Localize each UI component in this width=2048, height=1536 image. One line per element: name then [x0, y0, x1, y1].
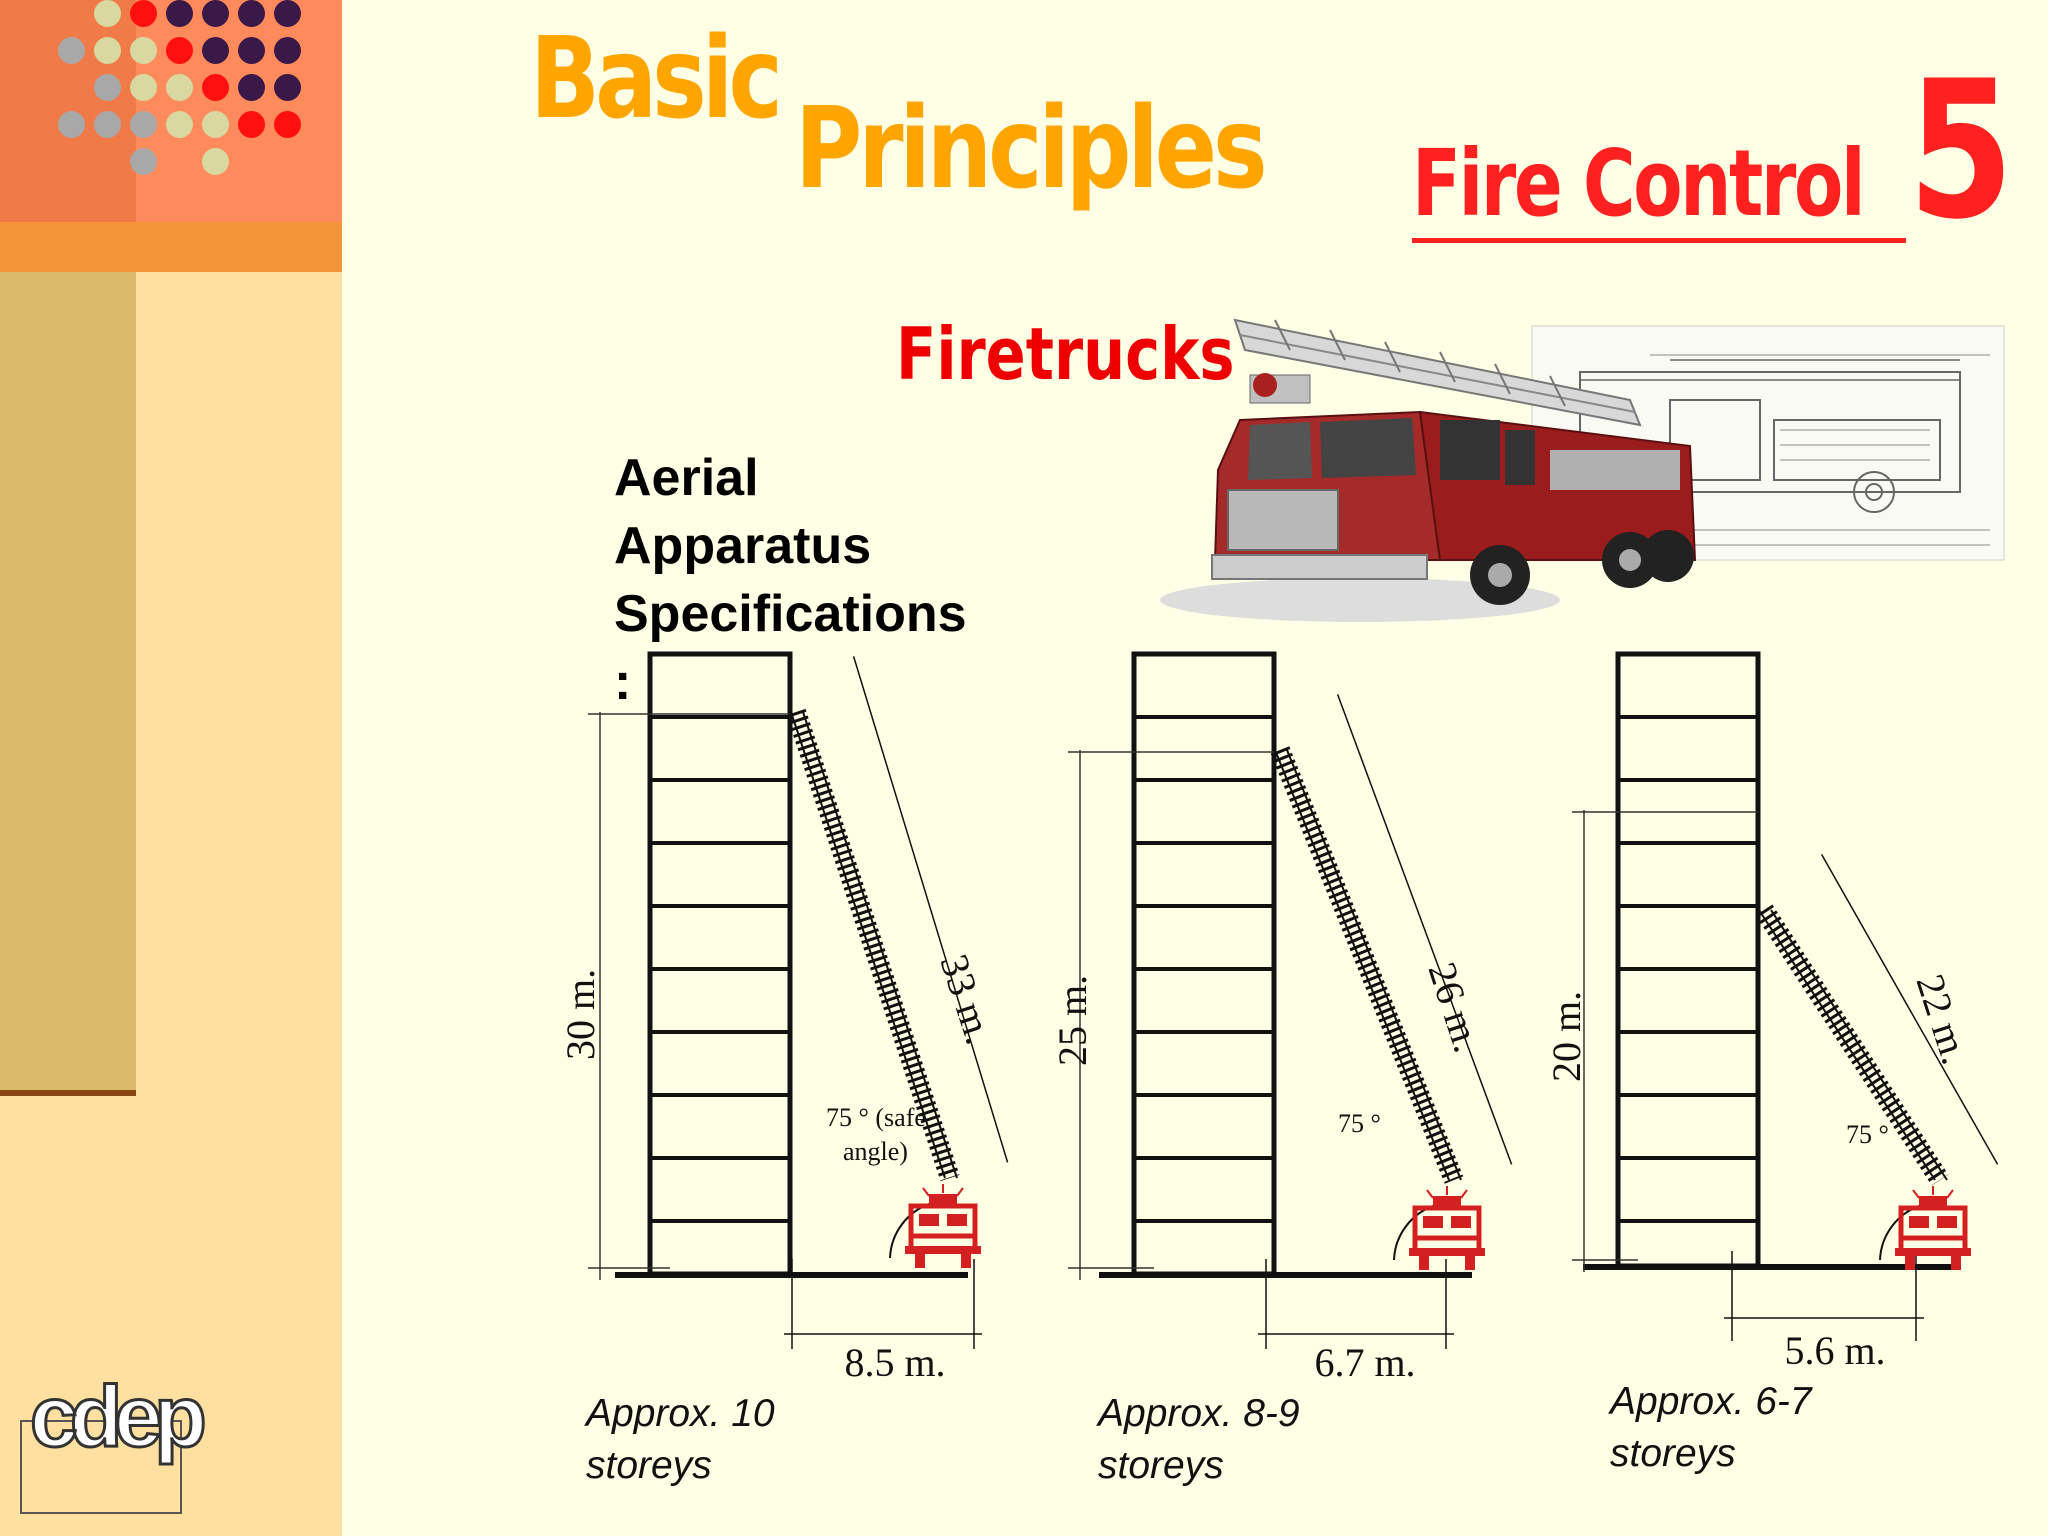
decor-dot — [274, 0, 301, 27]
decor-dot — [274, 37, 301, 64]
subtitle: Firetrucks — [896, 312, 1235, 396]
decor-dot — [130, 0, 157, 27]
heading-aerial-apparatus: Aerial Apparatus Specifications : — [614, 444, 1014, 716]
aerial-ladder-rail — [802, 711, 958, 1179]
decor-dot — [58, 37, 85, 64]
decor-dot — [166, 37, 193, 64]
heading-line: Aerial — [614, 449, 759, 507]
height-label: 20 m. — [1544, 991, 1589, 1082]
decor-dot — [130, 148, 157, 175]
caption-diagram-2: Approx. 8-9 storeys — [1098, 1388, 1300, 1492]
aerial-ladder-rail — [1286, 749, 1462, 1181]
aerial-ladder-rail — [1770, 909, 1948, 1181]
caption-line: storeys — [1610, 1432, 1736, 1475]
decor-dot — [202, 148, 229, 175]
decor-dot — [94, 111, 121, 138]
decor-dot — [202, 74, 229, 101]
ladder-length-label: 26 m. — [1419, 957, 1490, 1058]
decor-dot — [274, 74, 301, 101]
aerial-ladder — [1270, 746, 1464, 1184]
ladder-dimension-line — [1336, 694, 1513, 1165]
decor-dot — [130, 37, 157, 64]
caption-diagram-3: Approx. 6-7 storeys — [1610, 1376, 1812, 1480]
distance-label: 8.5 m. — [844, 1340, 945, 1385]
mini-firetruck-icon — [1409, 1186, 1485, 1270]
aerial-ladder — [1755, 904, 1949, 1186]
top-decor-block-inner — [136, 0, 342, 222]
ladder-length-label: 22 m. — [1907, 969, 1978, 1070]
left-decor-strip — [0, 270, 136, 1096]
height-label: 25 m. — [1050, 975, 1095, 1066]
cdep-logo: cdep — [29, 1368, 209, 1467]
ladder-dimension-line — [852, 656, 1009, 1163]
section-title-underline — [1412, 238, 1906, 243]
section-title: Fire Control — [1412, 130, 1866, 237]
decor-dot — [202, 37, 229, 64]
angle-label: 75 ° — [1338, 1109, 1381, 1138]
decor-dot — [166, 74, 193, 101]
caption-diagram-1: Approx. 10 storeys — [586, 1388, 775, 1492]
angle-label: 75 ° (safe — [826, 1103, 926, 1132]
mini-firetruck-icon — [1895, 1186, 1971, 1270]
ladder-length-label: 33 m. — [931, 949, 1002, 1050]
decor-dot — [58, 111, 85, 138]
distance-label: 6.7 m. — [1314, 1340, 1415, 1385]
building-outline — [1131, 651, 1277, 1277]
decor-dot — [238, 111, 265, 138]
orange-decor-bar — [0, 222, 342, 272]
decor-dot — [166, 0, 193, 27]
heading-line: Apparatus — [614, 517, 872, 575]
caption-line: storeys — [586, 1444, 712, 1487]
decor-dot — [130, 111, 157, 138]
caption-line: Approx. 6-7 — [1610, 1380, 1812, 1423]
caption-line: storeys — [1098, 1444, 1224, 1487]
title-word-basic: Basic — [530, 14, 783, 144]
decor-dot — [274, 111, 301, 138]
decor-dot — [202, 111, 229, 138]
decor-dot — [238, 74, 265, 101]
decor-dot — [130, 74, 157, 101]
caption-line: Approx. 10 — [586, 1392, 775, 1435]
title-word-principles: Principles — [795, 84, 1268, 214]
decor-dot — [238, 37, 265, 64]
distance-label: 5.6 m. — [1784, 1328, 1885, 1373]
aerial-ladder-rail — [790, 711, 946, 1179]
decor-dot — [238, 0, 265, 27]
height-label: 30 m. — [558, 969, 603, 1060]
decor-dot — [202, 0, 229, 27]
building-outline — [647, 651, 793, 1277]
angle-label: angle) — [843, 1137, 908, 1166]
heading-line: Specifications — [614, 585, 967, 643]
decor-dot — [94, 0, 121, 27]
angle-label: 75 ° — [1846, 1120, 1889, 1149]
ladder-dimension-line — [1820, 854, 1999, 1165]
caption-line: Approx. 8-9 — [1098, 1392, 1300, 1435]
building-outline — [1615, 651, 1761, 1269]
decor-dot — [94, 37, 121, 64]
heading-line: : — [614, 653, 632, 711]
chapter-number: 5 — [1908, 40, 2014, 261]
decor-dot — [166, 111, 193, 138]
aerial-ladder-rail — [1274, 749, 1450, 1181]
aerial-ladder-rail — [1758, 909, 1936, 1181]
aerial-ladder — [786, 708, 960, 1182]
logo-box — [20, 1420, 182, 1514]
mini-firetruck-icon — [905, 1184, 981, 1268]
decor-dot — [94, 74, 121, 101]
